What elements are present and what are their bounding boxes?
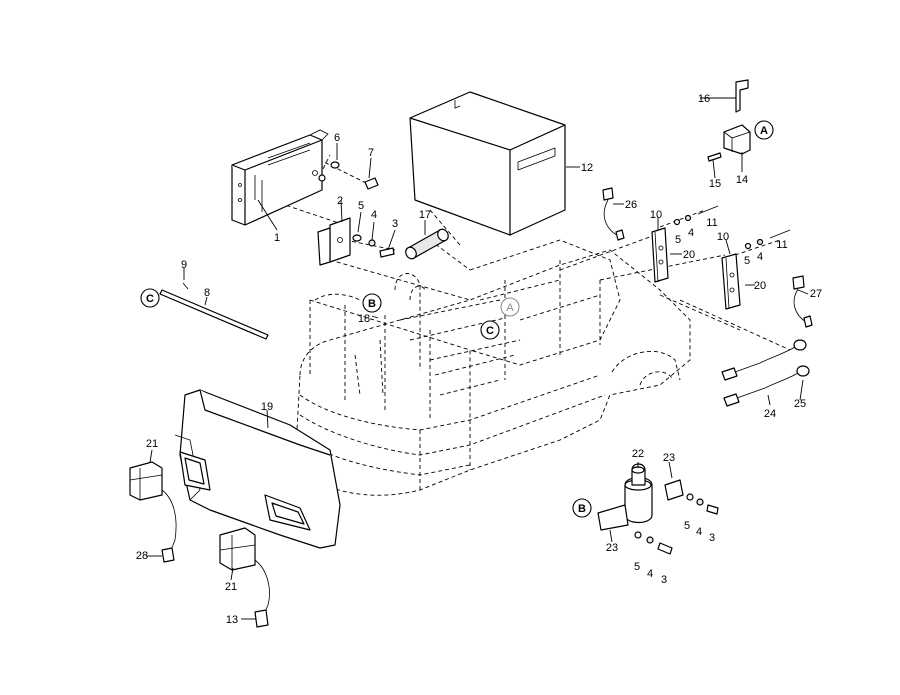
small-bracket [317,217,351,266]
ref-letter-b-panel: B [368,298,376,310]
label-part-24: 24 [764,408,776,420]
label-part-28: 28 [136,550,148,562]
roller [405,228,449,260]
canister-hardware [634,493,719,555]
side-hardware [673,205,791,250]
label-part-5: 5 [358,200,364,212]
ref-circle-b-bracket [572,498,592,518]
label-part-21b: 21 [225,581,237,593]
label-part-3b: 3 [709,532,715,544]
label-part-4e: 4 [647,568,653,580]
label-part-4b: 4 [688,227,694,239]
label-part-4c: 4 [757,251,763,263]
part-labels: 1 2 3 4 5 6 7 8 9 10 10 11 11 12 13 14 1… [136,93,822,626]
ref-circle-a-hinge [754,120,774,140]
label-part-7: 7 [368,147,374,159]
label-part-22: 22 [632,448,644,460]
hinge-assembly [707,79,751,162]
label-part-23b: 23 [606,542,618,554]
label-part-4d: 4 [696,526,702,538]
leader-lines [146,97,809,620]
ref-circle-c-rail [140,288,160,308]
label-part-23a: 23 [663,452,675,464]
label-part-16: 16 [698,93,710,105]
lamp-lower [219,527,270,628]
hardware-left [318,161,395,258]
label-part-8: 8 [204,287,210,299]
side-bracket-a [651,227,669,283]
ref-letter-b-bracket: B [578,503,586,515]
connector-26 [602,187,625,241]
mounting-bracket [231,129,329,226]
rail [159,282,269,340]
reference-markers: A A B B C C [140,120,774,518]
label-part-11a: 11 [706,217,717,229]
bracket-23 [597,479,684,531]
ref-circle-a-body [500,297,520,317]
ref-letter-a-hinge: A [760,125,768,137]
label-part-27: 27 [810,288,822,300]
label-part-9: 9 [181,259,187,271]
label-part-11b: 11 [776,239,787,251]
label-part-4: 4 [371,209,377,221]
ref-circle-b-panel [362,293,382,313]
ref-letter-c-rail: C [146,293,154,305]
label-part-3c: 3 [661,574,667,586]
label-part-10b: 10 [717,231,729,243]
label-part-20a: 20 [683,249,695,261]
label-part-15: 15 [709,178,721,190]
body-shell [296,239,691,496]
front-panel [174,389,341,549]
label-part-5c: 5 [744,255,750,267]
label-part-21a: 21 [146,438,158,450]
ref-circle-c-body [480,320,500,340]
cable-24 [721,339,807,381]
label-part-10a: 10 [650,209,662,221]
label-part-5b: 5 [675,234,681,246]
label-part-5d: 5 [684,520,690,532]
label-part-20b: 20 [754,280,766,292]
label-part-6: 6 [334,132,340,144]
label-part-26: 26 [625,199,637,211]
label-part-17: 17 [419,209,431,221]
canister [624,463,653,524]
label-part-12: 12 [581,162,593,174]
battery-box [409,91,566,236]
side-bracket-b [721,253,741,310]
lamp-upper [129,461,177,563]
label-part-2: 2 [337,195,343,207]
connector-27 [792,275,813,328]
label-part-1: 1 [274,232,280,244]
label-part-5e: 5 [634,561,640,573]
label-part-14: 14 [736,174,748,186]
label-part-25: 25 [794,398,806,410]
label-part-13: 13 [226,614,238,626]
ref-letter-c-body: C [486,325,494,337]
label-part-3: 3 [392,218,398,230]
cable-25 [723,365,810,407]
label-part-19: 19 [261,401,273,413]
label-part-18: 18 [358,313,370,325]
ref-letter-a-body: A [506,302,514,314]
